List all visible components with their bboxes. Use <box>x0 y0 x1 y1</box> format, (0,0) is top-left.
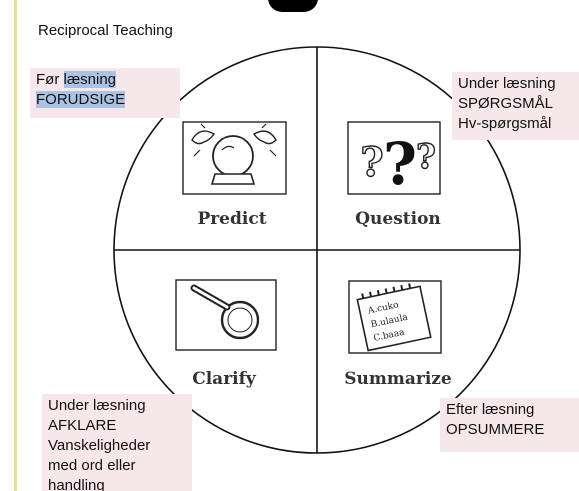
note-line: med ord eller <box>48 457 136 474</box>
question-marks-icon: ? ? ? <box>347 121 441 198</box>
note-highlight: læsning <box>63 71 117 88</box>
notepad-icon: A.cuko B.ulaula C.baaa <box>348 280 442 354</box>
note-line: handling <box>48 477 105 491</box>
note-line: OPSUMMERE <box>446 421 545 438</box>
note-line: FORUDSIGE <box>36 90 174 110</box>
note-line: Vanskeligheder <box>48 437 151 454</box>
note-during-reading-clarify: Under læsning AFKLARE Vanskeligheder med… <box>42 394 192 491</box>
svg-text:?: ? <box>416 137 436 177</box>
top-tab <box>268 0 318 12</box>
note-after-reading: Efter læsning OPSUMMERE <box>440 398 579 452</box>
svg-text:?: ? <box>383 130 417 198</box>
note-during-reading-questions: Under læsning SPØRGSMÅL Hv-spørgsmål <box>452 72 579 140</box>
svg-text:?: ? <box>360 139 383 186</box>
note-line: AFKLARE <box>48 417 117 434</box>
note-line: Efter læsning <box>446 401 535 418</box>
note-highlight: FORUDSIGE <box>36 91 126 108</box>
note-line: SPØRGSMÅL <box>458 95 554 112</box>
note-line: Før læsning <box>36 70 174 90</box>
margin-rule <box>14 0 17 491</box>
magnifying-glass-icon <box>175 279 277 351</box>
note-line: Hv-spørgsmål <box>458 115 552 132</box>
label-question: Question <box>355 209 441 229</box>
label-clarify: Clarify <box>192 369 257 389</box>
diagram-title: Reciprocal Teaching <box>38 22 173 39</box>
note-line: Under læsning <box>48 397 146 414</box>
note-prefix: Før <box>36 71 64 88</box>
label-predict: Predict <box>197 209 266 229</box>
crystal-ball-icon <box>182 121 287 195</box>
label-summarize: Summarize <box>344 369 452 389</box>
note-line: Under læsning <box>458 75 556 92</box>
note-before-reading: Før læsning FORUDSIGE <box>30 68 180 118</box>
